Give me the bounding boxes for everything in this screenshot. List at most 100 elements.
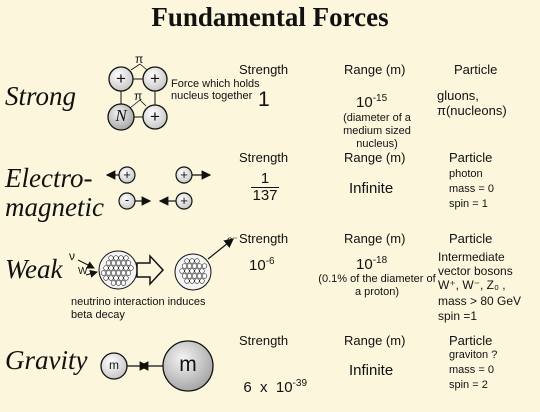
nucleon-ball bbox=[113, 275, 119, 281]
gravity-particle: graviton ? bbox=[449, 349, 498, 361]
proton-bottom-right bbox=[142, 104, 168, 130]
nucleon-ball bbox=[110, 260, 117, 266]
strong-strength: 1 bbox=[258, 88, 270, 111]
header-strength: Strength bbox=[239, 150, 289, 165]
nucleon-ball bbox=[125, 270, 132, 276]
weak-note: neutrino interaction induces beta decay bbox=[71, 296, 206, 321]
nucleon-ball bbox=[105, 260, 112, 266]
strong-note: Force which holds nucleus together bbox=[171, 78, 260, 102]
nucleon-ball bbox=[194, 278, 200, 284]
pion-label: π bbox=[135, 52, 144, 66]
nucleon-ball bbox=[115, 280, 122, 286]
weak-particle-5: spin =1 bbox=[438, 309, 478, 323]
nucleon-ball bbox=[189, 268, 195, 274]
nucleon-ball bbox=[120, 270, 127, 276]
transform-arrow bbox=[136, 254, 165, 286]
header-range: Range (m) bbox=[344, 333, 406, 348]
weak-particle-3: W⁺, W⁻, Z₀ , bbox=[438, 278, 506, 292]
header-particle: Particle bbox=[449, 333, 493, 348]
header-particle: Particle bbox=[449, 231, 493, 246]
strong-particle: gluons, π(nucleons) bbox=[437, 88, 507, 118]
nucleon-ball bbox=[108, 255, 114, 261]
header-strength: Strength bbox=[239, 62, 289, 77]
nucleon-ball bbox=[118, 255, 124, 261]
header-range: Range (m) bbox=[344, 62, 406, 77]
plus-sign: + bbox=[116, 69, 126, 88]
electron-label: e⁻ bbox=[227, 235, 238, 246]
small-mass-label: m bbox=[109, 358, 119, 372]
nucleon-ball bbox=[105, 270, 112, 276]
weak-strength: 10-6 bbox=[249, 256, 275, 274]
nucleon-ball bbox=[123, 275, 129, 281]
nucleon-ball bbox=[181, 263, 188, 269]
neutron-label: N bbox=[115, 106, 127, 125]
gravity-mass-diagram bbox=[100, 340, 214, 392]
nucleon-ball bbox=[100, 270, 107, 276]
nucleon-ball bbox=[108, 265, 114, 271]
nucleon-ball bbox=[191, 273, 198, 279]
header-particle: Particle bbox=[454, 62, 498, 77]
force-name-gravity: Gravity bbox=[5, 345, 88, 375]
nucleon-ball bbox=[201, 273, 208, 279]
strong-nucleon-diagram bbox=[107, 63, 168, 131]
nucleon-ball bbox=[181, 273, 188, 279]
neutron bbox=[107, 103, 135, 131]
nucleon-ball bbox=[199, 278, 205, 284]
nucleon-ball bbox=[123, 255, 129, 261]
pion-label: π bbox=[134, 89, 143, 103]
neutrino-label: ν bbox=[69, 249, 75, 263]
nucleon-ball bbox=[179, 268, 185, 274]
weak-range-note: (0.1% of the diameter of a proton) bbox=[318, 273, 436, 298]
nucleon-ball bbox=[118, 275, 124, 281]
charge-plus: + bbox=[180, 167, 188, 182]
plus-sign: + bbox=[150, 107, 160, 126]
force-name-weak: Weak bbox=[5, 254, 63, 284]
nucleon-ball bbox=[108, 275, 114, 281]
nucleon-ball bbox=[189, 258, 195, 264]
proton-top-left bbox=[108, 66, 134, 92]
charge-plus: + bbox=[180, 193, 188, 208]
header-strength: Strength bbox=[239, 231, 289, 246]
nucleon-ball bbox=[113, 255, 119, 261]
weak-particle-1: Intermediate bbox=[438, 250, 505, 264]
nucleon-ball bbox=[191, 263, 198, 269]
charge-plus: + bbox=[123, 167, 131, 182]
nucleon-ball bbox=[186, 263, 193, 269]
nucleon-ball bbox=[125, 260, 132, 266]
gravity-range: Infinite bbox=[349, 362, 394, 379]
nucleon-ball bbox=[201, 263, 208, 269]
gravity-strength: 6 x 10-39 bbox=[243, 378, 307, 396]
weak-particle-2: vector bosons bbox=[438, 264, 513, 278]
nucleon-ball bbox=[123, 265, 129, 271]
nucleon-ball bbox=[196, 273, 203, 279]
nucleon-ball bbox=[199, 268, 205, 274]
weak-particle-4: mass > 80 GeV bbox=[438, 294, 522, 308]
nucleon-ball bbox=[103, 275, 109, 281]
nucleon-ball bbox=[128, 265, 134, 271]
gravity-spin: spin = 2 bbox=[449, 379, 488, 391]
em-charge-diagram bbox=[105, 166, 212, 210]
plus-sign: + bbox=[150, 69, 160, 88]
em-spin: spin = 1 bbox=[449, 198, 488, 210]
nucleon-ball bbox=[120, 260, 127, 266]
nucleon-ball bbox=[118, 265, 124, 271]
nucleon-ball bbox=[110, 270, 117, 276]
header-range: Range (m) bbox=[344, 150, 406, 165]
em-range: Infinite bbox=[349, 180, 394, 197]
nucleon-ball bbox=[103, 265, 109, 271]
nucleon-ball bbox=[113, 265, 119, 271]
nucleon-ball bbox=[115, 260, 122, 266]
nucleon-ball bbox=[186, 273, 193, 279]
w-label: W bbox=[78, 266, 88, 277]
force-name-em-2: magnetic bbox=[5, 192, 104, 222]
proton-top-right bbox=[142, 66, 168, 92]
nucleon-ball bbox=[184, 278, 190, 284]
nucleon-ball bbox=[110, 280, 117, 286]
charge-minus: - bbox=[124, 192, 130, 207]
em-mass: mass = 0 bbox=[449, 183, 494, 195]
strong-range: 10-15 bbox=[356, 93, 388, 111]
nucleon-ball bbox=[120, 280, 127, 286]
nucleon-ball bbox=[194, 258, 200, 264]
em-strength-num: 1 bbox=[260, 170, 270, 187]
